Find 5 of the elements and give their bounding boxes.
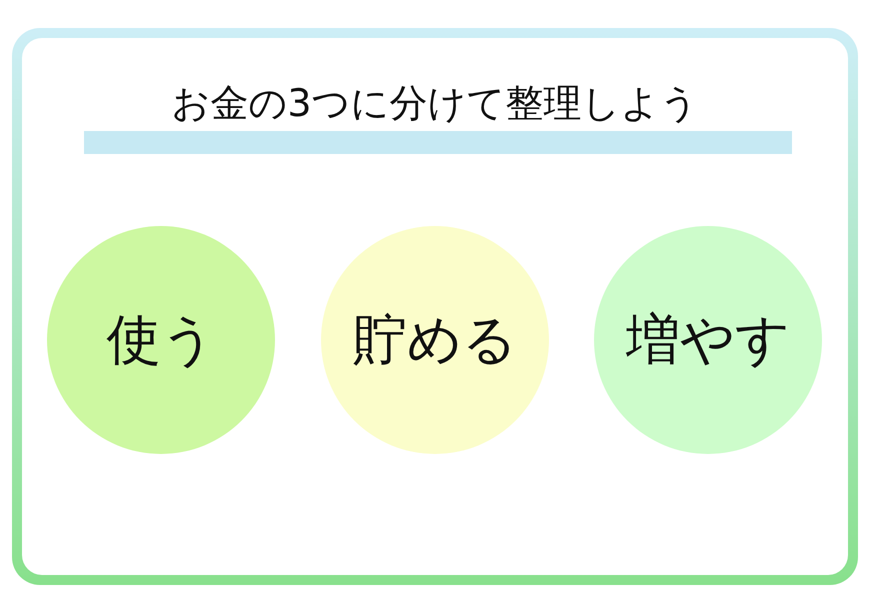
- title: お金の3つに分けて整理しよう: [170, 80, 700, 127]
- circle-label: 貯める: [353, 306, 517, 372]
- circle-label: 増やす: [626, 306, 790, 372]
- title-underline-bar: [84, 131, 792, 154]
- circle-label: 使う: [106, 306, 216, 372]
